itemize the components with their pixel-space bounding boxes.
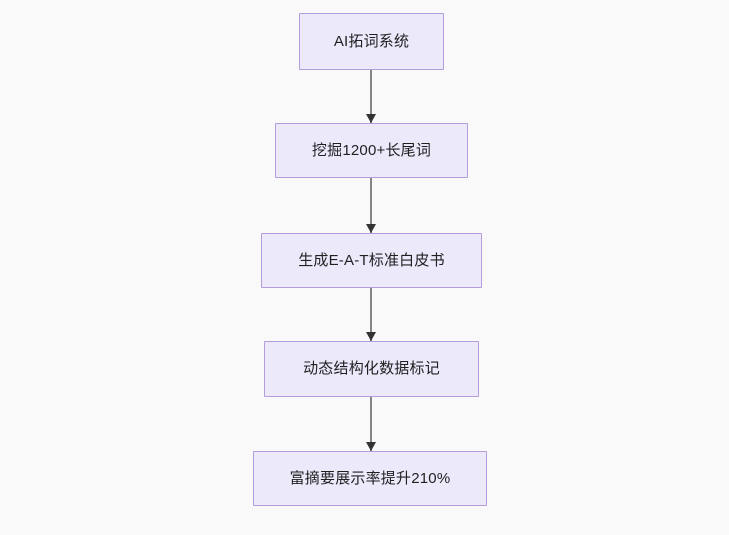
flow-edge-4-to-5 [361,397,381,451]
arrow-down-icon [366,224,376,233]
edge-line [370,178,372,233]
flow-node-rich-snippet-impression-lift[interactable]: 富摘要展示率提升210% [253,451,487,506]
edge-line [370,397,372,451]
flow-edge-1-to-2 [361,70,381,123]
edge-line [370,70,372,123]
flow-node-label: 挖掘1200+长尾词 [311,141,432,159]
flow-node-label: AI拓词系统 [333,32,410,50]
flow-node-ai-keyword-system[interactable]: AI拓词系统 [299,13,444,70]
arrow-down-icon [366,332,376,341]
flow-node-mine-longtail-keywords[interactable]: 挖掘1200+长尾词 [275,123,468,178]
flow-node-label: 生成E-A-T标准白皮书 [298,251,445,269]
flow-node-dynamic-structured-data-markup[interactable]: 动态结构化数据标记 [264,341,479,397]
edge-line [370,288,372,341]
flow-node-generate-eat-whitepaper[interactable]: 生成E-A-T标准白皮书 [261,233,482,288]
flow-edge-2-to-3 [361,178,381,233]
flow-node-label: 动态结构化数据标记 [303,360,440,377]
arrow-down-icon [366,114,376,123]
arrow-down-icon [366,442,376,451]
flow-node-label: 富摘要展示率提升210% [289,469,451,487]
flow-edge-3-to-4 [361,288,381,341]
